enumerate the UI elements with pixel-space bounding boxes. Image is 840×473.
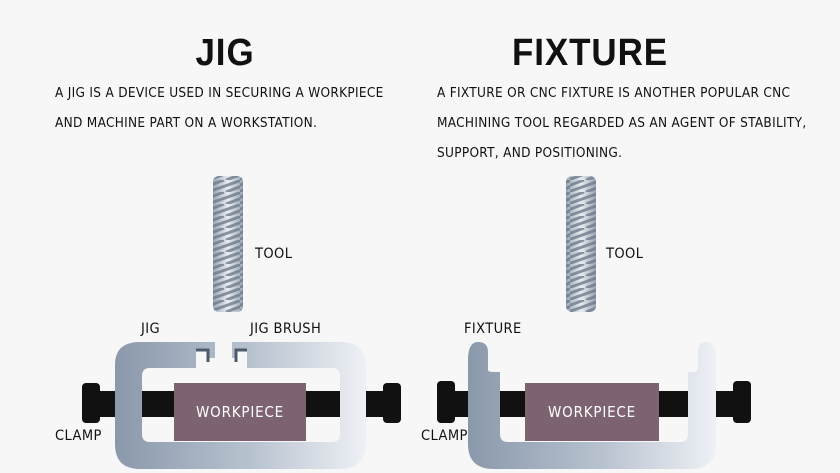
jig-frame — [115, 342, 366, 469]
jig-tool-icon — [213, 176, 243, 312]
fixture-label: FIXTURE — [464, 321, 522, 337]
fixture-tool-icon — [566, 176, 596, 312]
fixture-description: A FIXTURE OR CNC FIXTURE IS ANOTHER POPU… — [437, 78, 806, 168]
jig-title: JIG — [195, 32, 255, 74]
fixture-clamp-label: CLAMP — [421, 428, 468, 444]
jig-clamp-label: CLAMP — [55, 428, 102, 444]
jig-workpiece-label: WORKPIECE — [196, 403, 284, 421]
jig-description-line: AND MACHINE PART ON A WORKSTATION. — [55, 115, 318, 131]
fixture-description-line: A FIXTURE OR CNC FIXTURE IS ANOTHER POPU… — [437, 85, 791, 101]
fixture-description-line: SUPPORT, AND POSITIONING. — [437, 145, 623, 161]
fixture-title: FIXTURE — [512, 32, 668, 74]
jig-tool-label: TOOL — [255, 246, 293, 262]
fixture-workpiece — [525, 383, 659, 441]
fixture-description-line: MACHINING TOOL REGARDED AS AN AGENT OF S… — [437, 115, 807, 131]
jig-description: A JIG IS A DEVICE USED IN SECURING A WOR… — [55, 78, 384, 138]
jig-description-line: A JIG IS A DEVICE USED IN SECURING A WOR… — [55, 85, 384, 101]
jig-brush-label: JIG BRUSH — [250, 321, 322, 337]
fixture-frame — [468, 342, 716, 469]
fixture-workpiece-label: WORKPIECE — [548, 403, 636, 421]
jig-label: JIG — [141, 321, 160, 337]
jig-workpiece — [174, 383, 306, 441]
fixture-tool-label: TOOL — [606, 246, 644, 262]
